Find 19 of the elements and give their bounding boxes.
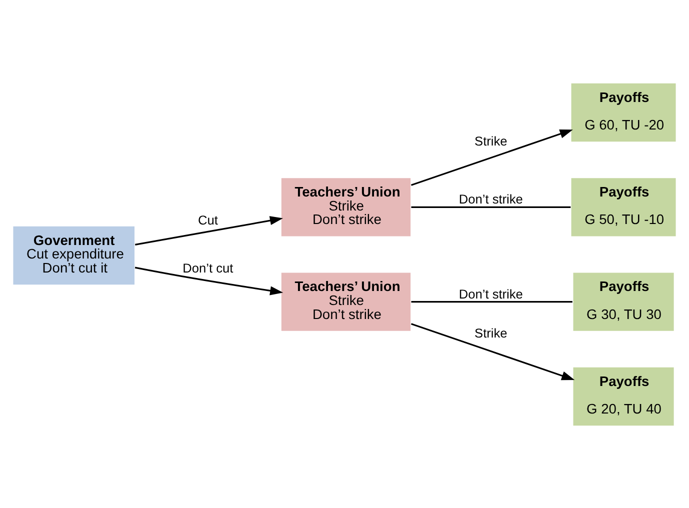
connector — [411, 206, 571, 208]
node-box: Payoffs G 20, TU 40 — [572, 366, 675, 426]
node-box: Teachers’ Union Strike Don’t strike — [280, 176, 412, 237]
node-box: Government Cut expenditure Don’t cut it — [12, 224, 136, 286]
node-box: Payoffs G 30, TU 30 — [572, 271, 675, 332]
edge-label: Strike — [474, 325, 508, 340]
arrow — [134, 266, 284, 295]
edge-label: Don’t cut — [182, 260, 234, 276]
node-box: Teachers’ Union Strike Don’t strike — [280, 271, 412, 332]
arrow — [410, 322, 575, 380]
edge-label: Don’t strike — [458, 191, 523, 206]
edge-label: Strike — [474, 132, 508, 148]
edge-label: Don’t strike — [458, 286, 523, 301]
connector — [411, 300, 572, 302]
node-box: Payoffs G 60, TU -20 — [570, 82, 677, 142]
node-box: Payoffs G 50, TU -10 — [570, 176, 677, 237]
arrow — [135, 216, 283, 245]
edge-label: Cut — [198, 212, 218, 227]
arrow — [410, 129, 573, 186]
